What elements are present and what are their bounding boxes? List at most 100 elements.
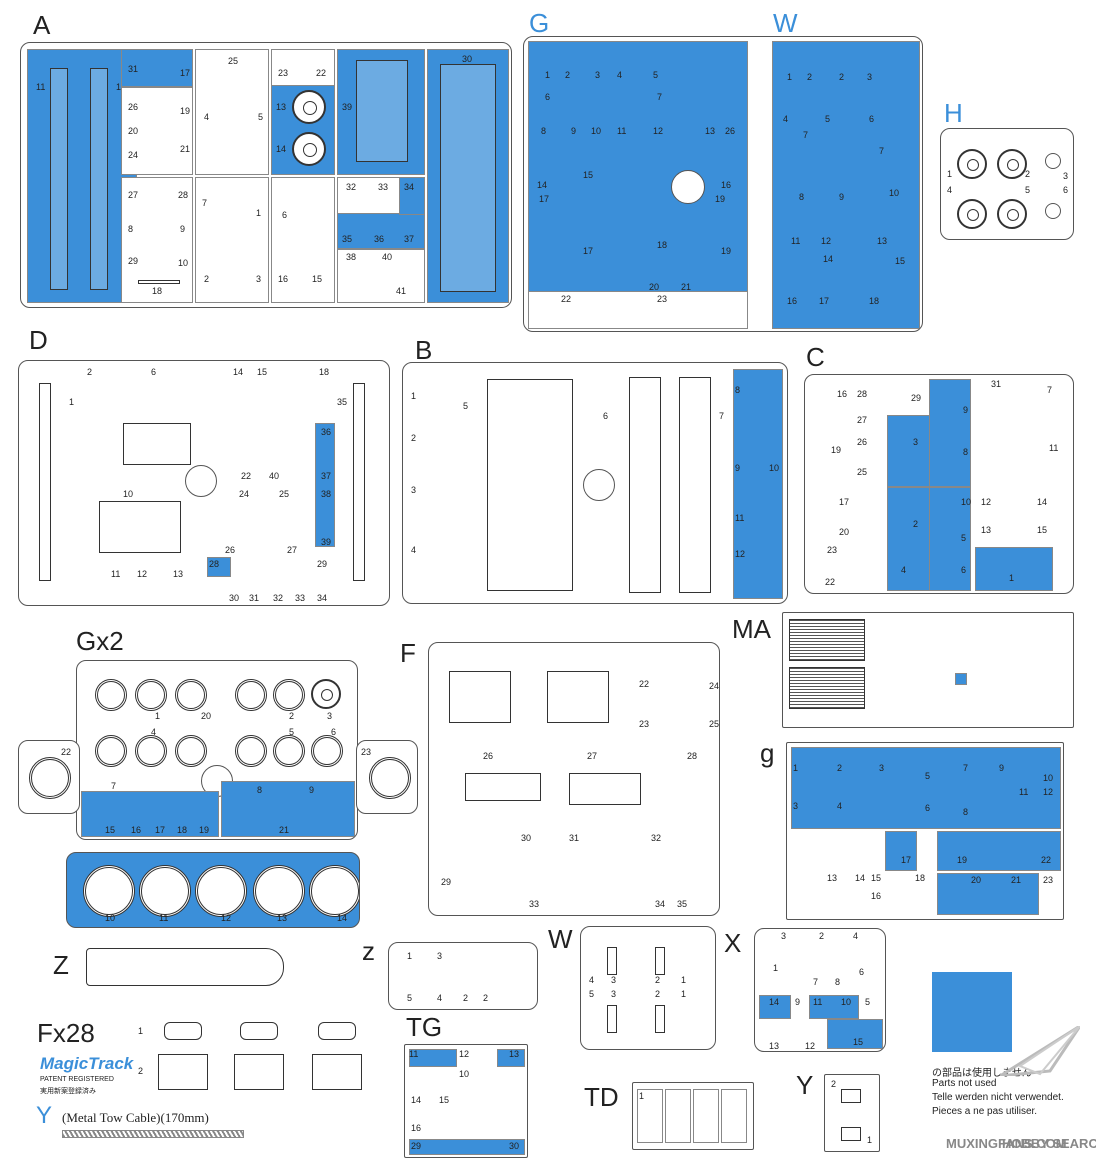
drive-sprocket-part <box>292 132 326 166</box>
cell-A-23-22: 23 22 <box>271 49 335 87</box>
label-D: D <box>29 325 48 355</box>
sprue-D: 1 2 6 14 15 18 35 36 37 38 39 10 22 40 2… <box>18 360 390 606</box>
cell-TD-2 <box>665 1089 691 1143</box>
cell-A-30: 30 <box>427 49 509 303</box>
patent-text: PATENT REGISTERED <box>40 1076 114 1083</box>
drive-sprocket-part <box>292 90 326 124</box>
cell-D-36-39 <box>315 423 335 547</box>
side-skirt-part <box>50 68 68 290</box>
label-TG: TG <box>406 1012 443 1042</box>
sprocket-part <box>997 149 1027 179</box>
cell-A-34-37: 35 36 37 <box>337 213 425 249</box>
label-G: G <box>529 8 550 38</box>
sprue-A: 11 12 31 17 26 20 24 19 21 25 4 5 23 22 … <box>20 42 512 308</box>
label-z: z <box>362 936 375 966</box>
sprue-g: 1 2 3 5 7 9 10 11 12 3 4 6 8 17 19 22 13… <box>786 742 1064 920</box>
cell-C-9-8 <box>929 379 971 487</box>
cell-A-34: 34 <box>399 177 425 215</box>
tow-cable-letter: Y <box>36 1102 53 1129</box>
track-link-part <box>318 1022 356 1040</box>
sprue-F: 22 24 23 25 26 27 28 30 31 32 29 33 34 3… <box>428 642 720 916</box>
cell-A-6: 6 16 15 <box>271 177 335 303</box>
cell-MA-blue <box>955 673 967 685</box>
track-link-part <box>607 1005 617 1033</box>
cell-TG-29-30 <box>409 1139 525 1155</box>
road-wheel-part <box>235 735 267 767</box>
sprue-C: 16 28 29 31 7 9 27 3 8 26 19 11 25 17 10… <box>804 374 1074 594</box>
cell-A-13-14: 13 14 <box>271 85 335 175</box>
cell-Gx2-15-19 <box>81 791 219 837</box>
road-wheel-part <box>273 735 305 767</box>
tire-part <box>253 865 305 917</box>
track-link-part <box>158 1054 208 1090</box>
tire-part <box>195 865 247 917</box>
road-wheel-part <box>273 679 305 711</box>
sprue-X: 3 2 4 1 7 8 6 14 9 11 10 5 13 12 15 <box>754 928 886 1052</box>
magic-track-logo: MagicTrack <box>40 1054 134 1073</box>
track-link-part <box>607 947 617 975</box>
cell-C-2 <box>887 487 931 591</box>
side-rail-part <box>353 383 365 581</box>
cell-A-11-12: 11 12 <box>27 49 137 303</box>
tire-part <box>83 865 135 917</box>
road-wheel-part <box>95 735 127 767</box>
label-TD: TD <box>584 1082 619 1112</box>
sprocket-part <box>957 199 987 229</box>
box-part <box>569 773 641 805</box>
road-wheel-part <box>135 735 167 767</box>
sprue-W-bottom: 4 3 2 1 5 3 2 1 <box>580 926 716 1050</box>
sprue-Gx2: 1 20 2 3 4 5 6 7 8 9 15 16 17 18 19 21 <box>76 660 358 840</box>
road-wheel-part <box>95 679 127 711</box>
label-F: F <box>400 638 416 668</box>
tire-part <box>139 865 191 917</box>
hull-upper-part <box>487 379 573 591</box>
cell-G: 1 2 3 4 5 6 7 8 9 10 11 12 13 26 14 15 1… <box>528 41 748 293</box>
cell-A-4-5: 25 4 5 <box>195 49 269 175</box>
cell-TG-11 <box>409 1049 457 1067</box>
hull-floor-part <box>440 64 496 292</box>
cell-X-15 <box>827 1019 883 1049</box>
label-Z: Z <box>53 950 69 980</box>
paper-plane-icon <box>1000 1026 1080 1076</box>
sprue-G-W: 1 2 3 4 5 6 7 8 9 10 11 12 13 26 14 15 1… <box>523 36 923 332</box>
unused-note-en: Parts not used <box>932 1078 997 1089</box>
watermark: MUXINGFANS.COM <box>946 1136 1067 1151</box>
mesh-grille-part <box>789 619 865 661</box>
cell-A-31-17: 31 17 <box>121 49 193 87</box>
cell-g-17 <box>885 831 917 871</box>
road-wheel-part <box>135 679 167 711</box>
side-skirt-part <box>90 68 108 290</box>
patent-jp-text: 実用新案登録済み <box>40 1088 96 1095</box>
cell-C-3 <box>887 415 931 487</box>
cell-TD-1 <box>637 1089 663 1143</box>
track-link-part <box>312 1054 362 1090</box>
label-X: X <box>724 928 742 958</box>
clamp-part <box>841 1127 861 1141</box>
unused-note-jp: の部品は使用しません <box>932 1068 1032 1079</box>
cell-B-8-12 <box>733 369 783 599</box>
cell-TD-4 <box>721 1089 747 1143</box>
cell-A-26: 26 20 24 19 21 <box>121 87 193 175</box>
tire-part <box>309 865 359 917</box>
label-MA: MA <box>732 614 771 644</box>
hull-side-part <box>679 377 711 593</box>
cell-A-38-41: 38 40 41 <box>337 249 425 303</box>
sprue-Gx2-rim-right: 23 <box>356 740 418 814</box>
sprue-Gx2-rim-left: 22 <box>18 740 80 814</box>
track-link-part <box>234 1054 284 1090</box>
sprue-z: 1 3 5 4 2 2 <box>388 942 538 1010</box>
road-wheel-part <box>175 679 207 711</box>
box-part <box>465 773 541 801</box>
cell-C-1 <box>975 547 1053 591</box>
cell-A-32-33: 32 33 <box>337 177 401 215</box>
cell-g-20-21 <box>937 873 1039 915</box>
mesh-grille-part <box>789 667 865 709</box>
plate-part <box>356 60 408 162</box>
cell-g-1-12 <box>791 747 1061 829</box>
turret-part <box>123 423 191 465</box>
cell-G-22-23: 22 23 <box>528 291 748 329</box>
track-link-part <box>655 947 665 975</box>
cell-X-14 <box>759 995 791 1019</box>
sprue-H: 1 2 3 4 5 6 <box>940 128 1074 240</box>
unused-note-fr: Pieces a ne pas utiliser. <box>932 1106 1038 1117</box>
